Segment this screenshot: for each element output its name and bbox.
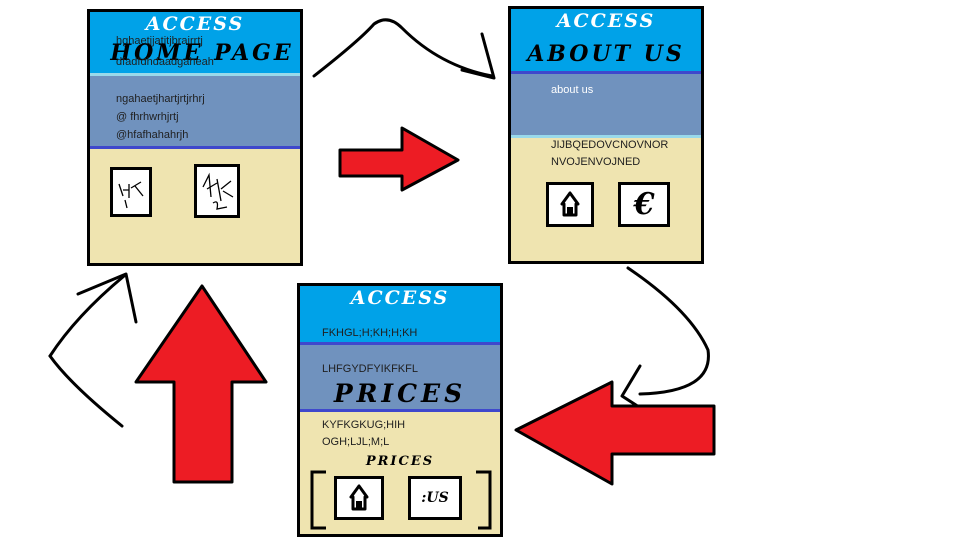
prices-title: PRICES [333,379,467,408]
home-access-title: ACCESS [145,13,245,35]
red-arrow-right [338,126,460,192]
red-arrow-left [514,380,716,486]
about-header [511,9,701,71]
home-header [90,12,300,73]
home-link-box-left[interactable] [110,167,152,217]
home-icon [349,484,369,511]
home-body-line-1: ngahaetjhartjrtjrhrj [116,93,205,105]
about-us-panel: ACCESS ABOUT US about us JIJBQEDOVCNOVNO… [508,6,704,264]
home-icon [560,191,580,217]
scribble-icon [118,181,144,209]
prices-header [300,286,500,342]
prices-body-line-2: OGH;LJL;M;L [322,436,390,448]
home-divider-light [90,73,300,76]
home-header-line-2: dfadfdhdaadgaheah [116,56,214,68]
scribble-icon [202,172,234,210]
prices-access-title: ACCESS [350,287,450,309]
curve-arrow-prices-to-home-head [76,272,138,324]
about-euro-button[interactable]: € [618,182,670,227]
prices-divider-top [300,342,500,345]
prices-us-button[interactable]: :US [408,476,462,520]
prices-mid-section [300,345,500,409]
prices-body-line-1: KYFKGKUG;HIH [322,419,406,431]
about-mid-section [511,74,701,135]
home-body-line-2: @ fhrhwrhjrtj [116,111,179,123]
prices-divider-bottom [300,409,500,412]
prices-panel: ACCESS FKHGL;H;KH;H;KH LHFGYDFYIKFKFL PR… [297,283,503,537]
home-divider-dark [90,146,300,149]
home-body-line-3: @hfafhahahrjh [116,129,189,141]
prices-mid-text: LHFGYDFYIKFKFL [322,363,418,375]
curve-arrow-home-to-about-head [460,32,496,80]
about-divider-light [511,135,701,138]
about-header-text: about us [551,84,594,96]
about-access-title: ACCESS [556,10,656,32]
about-divider-dark [511,71,701,74]
euro-icon: € [633,187,655,222]
home-page-title: HOME PAGE [110,40,294,66]
curve-arrow-prices-to-home [48,274,126,428]
curve-arrow-about-to-prices [626,266,710,396]
home-header-line-1: hghaetjjatjtjbrajrrtj [116,35,203,47]
curve-arrow-home-to-about [312,18,494,78]
prices-button-bracket [310,470,492,530]
about-body-line-2: NVOJENVOJNED [551,156,641,168]
prices-home-button[interactable] [334,476,384,520]
prices-header-text: FKHGL;H;KH;H;KH [322,327,418,339]
us-icon: :US [421,490,449,506]
about-us-title: ABOUT US [527,41,685,67]
red-arrow-up [134,284,268,484]
about-home-button[interactable] [546,182,594,227]
home-mid-section [90,76,300,147]
about-body-line-1: JIJBQEDOVCNOVNOR [551,139,669,151]
prices-subtitle: PRICES [365,454,435,469]
home-link-box-right[interactable] [194,164,240,218]
home-page-panel: ACCESS hghaetjjatjtjbrajrrtj HOME PAGE d… [87,9,303,266]
